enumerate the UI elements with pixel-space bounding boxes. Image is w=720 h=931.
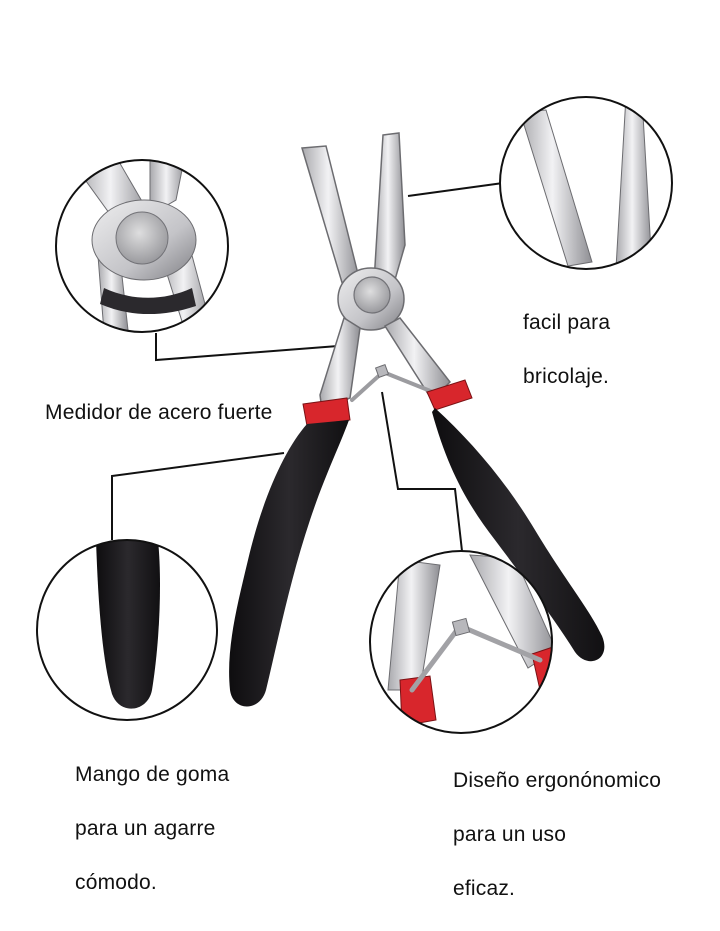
pliers-icon	[229, 132, 605, 707]
leader-lines	[111, 182, 504, 552]
pivot-rivet	[353, 276, 391, 314]
left-handle	[229, 420, 349, 707]
leader-line-spring	[381, 391, 463, 552]
left-collar	[302, 397, 351, 427]
leader-line-tip	[407, 182, 504, 197]
caption-strong-steel: Medidor de acero fuerte	[45, 401, 273, 424]
right-collar	[426, 379, 473, 411]
leader-line-handle	[111, 452, 285, 540]
leader-line-pivot	[155, 333, 339, 362]
pliers-pivot-detail	[55, 159, 229, 333]
spring-detail	[369, 550, 553, 734]
right-jaw	[373, 132, 406, 292]
right-shank	[383, 317, 451, 402]
caption-ergonomic: Diseño ergonónomico para un uso eficaz.	[453, 769, 662, 900]
caption-rubber-handle: Mango de goma para un agarre cómodo.	[75, 763, 230, 894]
caption-diy: facil para bricolaje.	[523, 311, 611, 388]
right-handle	[432, 408, 605, 662]
rubber-handle-detail	[36, 539, 218, 721]
pliers-jaw-tip-detail	[499, 96, 673, 270]
